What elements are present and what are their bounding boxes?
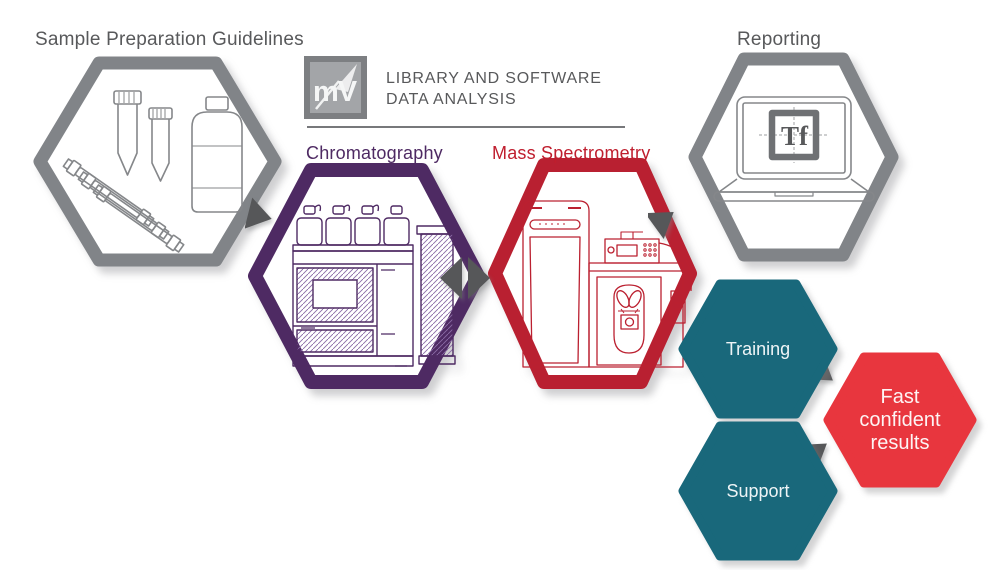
sample-tubes-icon bbox=[62, 90, 243, 253]
sample-prep-guidelines-label: Sample Preparation Guidelines bbox=[35, 29, 304, 50]
hplc-instrument-icon bbox=[292, 204, 458, 367]
tf-logo-text: Tf bbox=[781, 121, 809, 151]
mv-logo-icon: mV bbox=[304, 56, 367, 119]
hexagon-training bbox=[678, 279, 838, 419]
hexagon-fast-results bbox=[823, 352, 977, 488]
hexagon-mass-spectrometry bbox=[488, 158, 697, 389]
hexagon-reporting: Tf bbox=[688, 52, 899, 262]
hexagon-support bbox=[678, 421, 838, 561]
hexagon-sample-prep bbox=[33, 56, 282, 267]
mass-spectrometer-icon bbox=[522, 200, 692, 368]
laptop-icon: Tf bbox=[713, 96, 875, 202]
tf-logo-icon: Tf bbox=[759, 107, 829, 163]
mass-spectrometry-label: Mass Spectrometry bbox=[492, 143, 651, 163]
library-line1: LIBRARY AND SOFTWARE bbox=[386, 70, 602, 87]
arrow-left-ms-to-chromatography-icon bbox=[440, 257, 462, 299]
chromatography-label: Chromatography bbox=[306, 143, 443, 163]
arrow-right-chromatography-to-ms-icon bbox=[468, 257, 490, 299]
arrow-ms-to-reporting-icon bbox=[648, 211, 674, 239]
library-line2: DATA ANALYSIS bbox=[386, 91, 517, 108]
mv-logo-text: mV bbox=[313, 76, 358, 108]
reporting-label: Reporting bbox=[737, 29, 822, 50]
arrow-sample-to-chromatography-icon bbox=[245, 197, 272, 229]
header-divider bbox=[307, 126, 625, 128]
library-software-heading: LIBRARY AND SOFTWARE DATA ANALYSIS bbox=[386, 68, 602, 110]
